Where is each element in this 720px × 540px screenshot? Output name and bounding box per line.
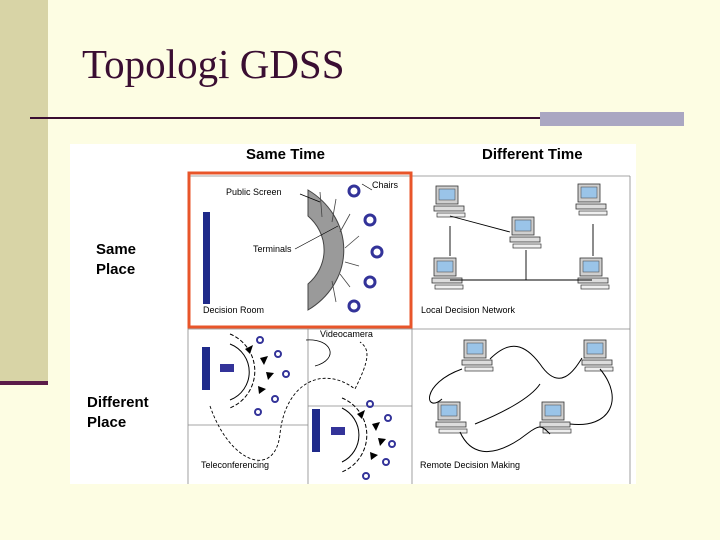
title-rule — [30, 117, 540, 119]
label-local-decision-network: Local Decision Network — [421, 305, 516, 315]
computer-icon — [431, 257, 464, 290]
label-decision-room: Decision Room — [203, 305, 265, 315]
public-screen-icon — [203, 212, 210, 304]
gdss-topology-diagram: Same Time Different Time Same Place Diff… — [70, 144, 636, 484]
chair-icon — [347, 184, 361, 198]
chair-icon — [363, 213, 377, 227]
left-decor-accent — [0, 381, 48, 385]
label-public-screen: Public Screen — [226, 187, 282, 197]
computer-icon — [461, 339, 494, 372]
public-screen-icon — [312, 409, 320, 452]
left-decor-bar — [0, 0, 48, 383]
computer-icon — [509, 216, 542, 249]
slide-title: Topologi GDSS — [82, 41, 345, 87]
row-header-same-place: Same Place — [96, 241, 137, 278]
computer-icon — [539, 401, 572, 434]
label-chairs: Chairs — [372, 180, 399, 190]
computer-icon — [435, 401, 468, 434]
column-header-different-time: Different Time — [482, 146, 583, 163]
videocamera-icon — [331, 427, 345, 435]
label-videocamera: Videocamera — [320, 329, 373, 339]
computer-icon — [577, 257, 610, 290]
same-time-same-place-highlight — [187, 171, 413, 329]
title-rule-block — [540, 112, 684, 126]
label-teleconferencing: Teleconferencing — [201, 460, 270, 470]
terminals-table-icon — [307, 189, 345, 311]
videocamera-icon — [220, 364, 234, 372]
computer-icon — [433, 185, 466, 218]
diagram-graphics — [187, 171, 631, 484]
label-terminals: Terminals — [253, 244, 292, 254]
chair-icon — [347, 299, 361, 313]
column-header-same-time: Same Time — [246, 146, 325, 163]
chair-icon — [370, 245, 384, 259]
public-screen-icon — [202, 347, 210, 390]
label-remote-decision-making: Remote Decision Making — [420, 460, 521, 470]
row-header-different-place: Different Place — [87, 394, 149, 431]
computer-icon — [575, 183, 608, 216]
computer-icon — [581, 339, 614, 372]
chair-icon — [363, 275, 377, 289]
